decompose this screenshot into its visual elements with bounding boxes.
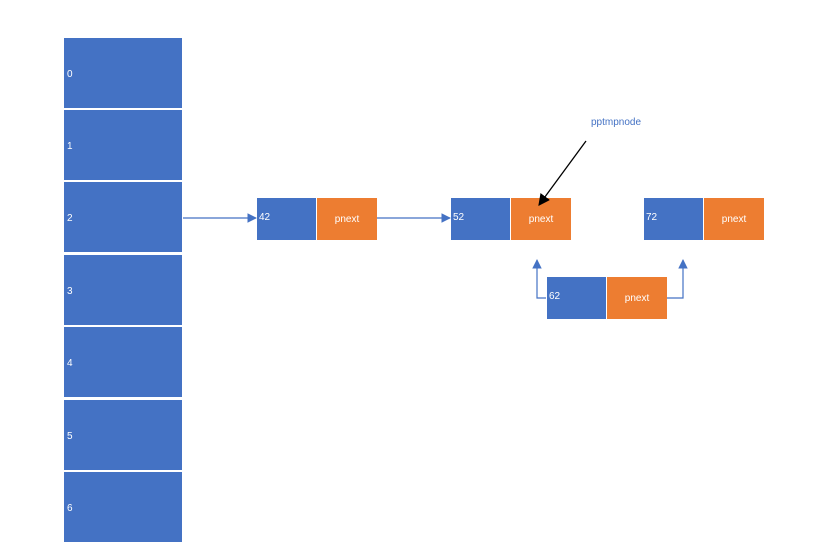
bucket-array: 0 1 2 3 4 5 6 bbox=[63, 37, 183, 547]
list-node-62: 62 pnext bbox=[546, 276, 668, 320]
pointer-label: pptmpnode bbox=[591, 117, 642, 128]
node-next-cell: pnext bbox=[704, 198, 764, 240]
node-key-cell: 52 bbox=[451, 198, 511, 240]
list-node-72: 72 pnext bbox=[643, 197, 765, 241]
bucket-3: 3 bbox=[63, 254, 183, 326]
bucket-4: 4 bbox=[63, 326, 183, 398]
node-next-label: pnext bbox=[528, 213, 554, 225]
bucket-index: 6 bbox=[67, 503, 73, 514]
node-key-value: 42 bbox=[259, 212, 271, 223]
list-node-52: 52 pnext bbox=[450, 197, 572, 241]
bucket-index: 3 bbox=[67, 286, 73, 297]
bucket-1: 1 bbox=[63, 109, 183, 181]
pointer-arrow bbox=[538, 140, 587, 206]
node-key-cell: 72 bbox=[644, 198, 704, 240]
node-next-label: pnext bbox=[721, 213, 747, 225]
node-key-value: 72 bbox=[646, 212, 658, 223]
node-key-cell: 42 bbox=[257, 198, 317, 240]
node-key-value: 52 bbox=[453, 212, 465, 223]
bucket-5: 5 bbox=[63, 399, 183, 471]
node-next-label: pnext bbox=[624, 292, 650, 304]
bucket-index: 5 bbox=[67, 431, 73, 442]
node-next-cell: pnext bbox=[607, 277, 667, 319]
node-key-cell: 62 bbox=[547, 277, 607, 319]
node-next-cell: pnext bbox=[317, 198, 377, 240]
link-arrow-62-to-72 bbox=[667, 259, 688, 299]
bucket-index: 4 bbox=[67, 358, 73, 369]
bucket-2: 2 bbox=[63, 181, 183, 253]
bucket-index: 1 bbox=[67, 141, 73, 152]
bucket-index: 0 bbox=[67, 69, 73, 80]
bucket-index: 2 bbox=[67, 213, 73, 224]
node-key-value: 62 bbox=[549, 291, 561, 302]
bucket-0: 0 bbox=[63, 37, 183, 109]
list-node-42: 42 pnext bbox=[256, 197, 378, 241]
node-next-label: pnext bbox=[334, 213, 360, 225]
link-arrow-62-to-52 bbox=[532, 259, 546, 299]
bucket-6: 6 bbox=[63, 471, 183, 543]
